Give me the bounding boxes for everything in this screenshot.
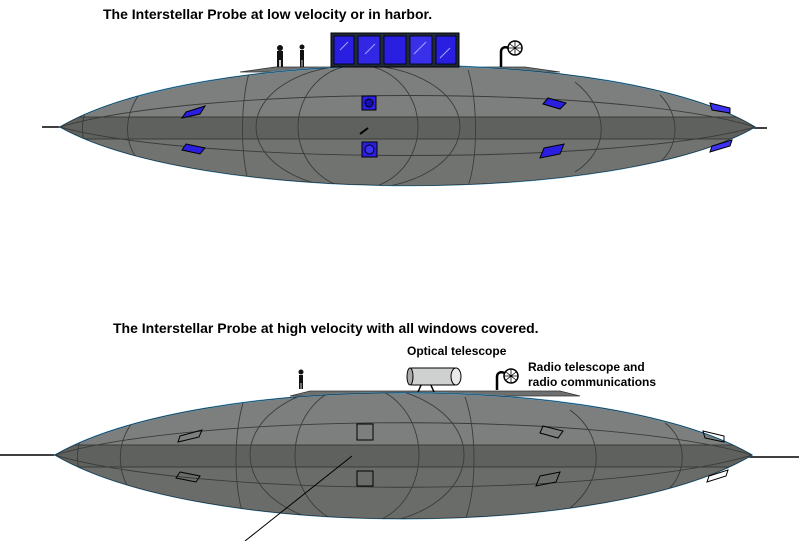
radio-dish-icon: [499, 40, 523, 67]
human-figure-small-icon: [299, 44, 305, 67]
hull-shadow-band: [55, 467, 752, 519]
hatch-mark: [359, 127, 369, 135]
covered-window: [356, 470, 374, 487]
window: [709, 139, 733, 153]
hull-shadow-band: [60, 139, 755, 186]
covered-windows: [175, 423, 729, 487]
pointer-line: [244, 455, 353, 541]
hull: [58, 64, 757, 187]
window: [542, 97, 567, 110]
hull-windows: [180, 95, 733, 159]
window: [180, 105, 207, 119]
observation-bridge: [330, 32, 460, 68]
covered-window: [706, 469, 729, 483]
radio-telescope-label-line2: radio communications: [528, 375, 657, 389]
hull: [53, 392, 754, 520]
covered-window: [539, 425, 564, 439]
covered-window: [175, 471, 201, 483]
window: [539, 143, 565, 159]
probe-low-velocity: [42, 32, 767, 187]
covered-window: [356, 423, 374, 441]
hull-lower-band: [60, 117, 755, 139]
optical-telescope-label: Optical telescope: [407, 344, 507, 358]
radio-dish-icon: [495, 368, 519, 390]
bottom-view-caption: The Interstellar Probe at high velocity …: [113, 320, 539, 336]
optical-telescope-icon: [406, 367, 462, 393]
probe-high-velocity: [0, 367, 799, 541]
human-figure-icon: [277, 45, 283, 67]
radio-telescope-label-line1: Radio telescope and: [528, 360, 645, 374]
covered-window: [702, 430, 725, 443]
window: [181, 143, 206, 155]
human-figure-icon: [298, 369, 304, 389]
covered-window: [177, 429, 203, 443]
window: [709, 102, 731, 114]
hull-lower-band: [55, 445, 752, 467]
covered-window: [535, 471, 561, 487]
top-view-caption: The Interstellar Probe at low velocity o…: [103, 6, 433, 22]
